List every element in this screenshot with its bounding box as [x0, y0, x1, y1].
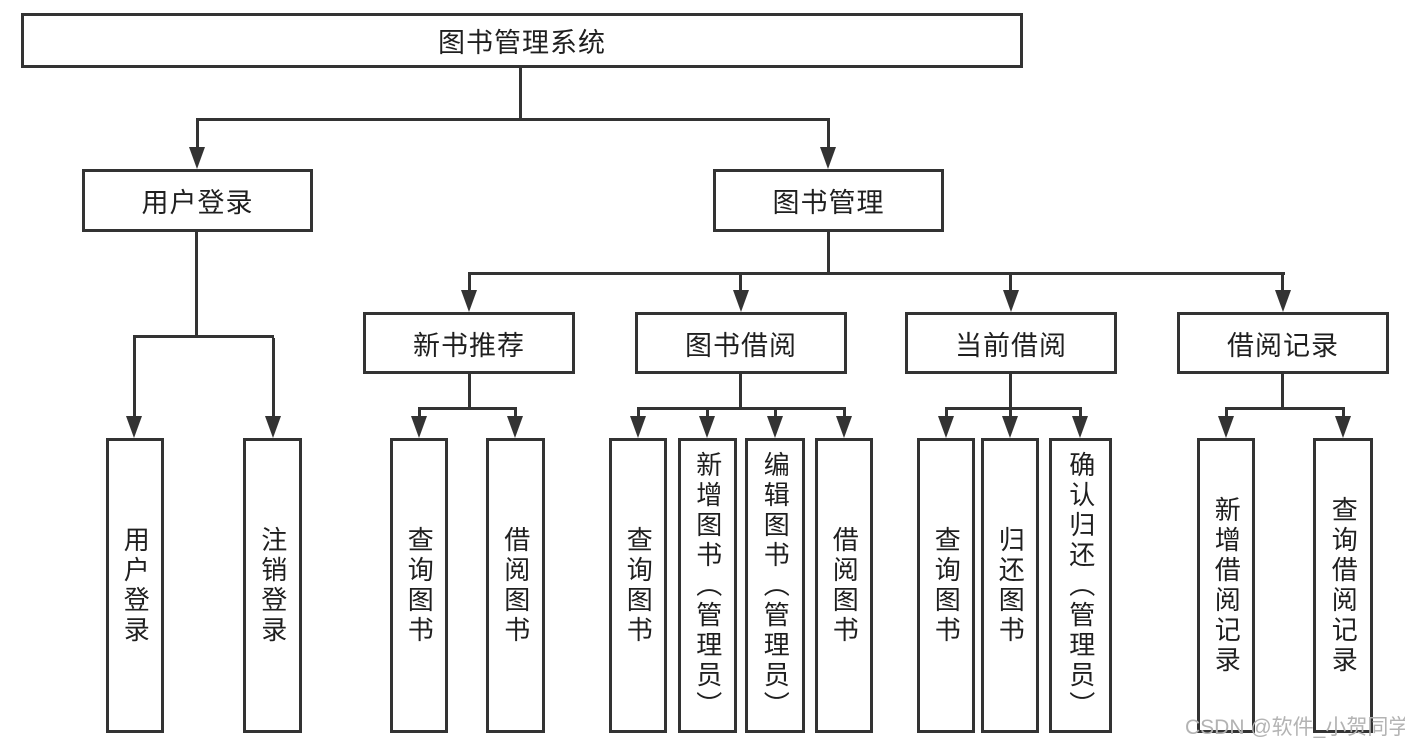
- connector-vline: [1009, 374, 1012, 410]
- node-current-borrow-label: 当前借阅: [955, 330, 1067, 361]
- connector-hline: [1225, 407, 1345, 410]
- leaf-query-book-current-label: 查询图书: [931, 525, 962, 646]
- node-book-management: 图书管理: [713, 169, 944, 232]
- connector-vline: [1009, 275, 1012, 293]
- connector-vline: [468, 275, 471, 293]
- leaf-add-borrow-record: 新增借阅记录: [1197, 438, 1255, 733]
- leaf-borrow-book-label: 借阅图书: [829, 525, 860, 646]
- node-book-borrow-label: 图书借阅: [685, 330, 797, 361]
- arrow-down-icon: [733, 290, 749, 312]
- arrow-down-icon: [1275, 290, 1291, 312]
- node-user-login-label: 用户登录: [141, 188, 254, 218]
- connector-vline: [706, 410, 709, 419]
- arrow-down-icon: [1218, 416, 1234, 438]
- connector-vline: [196, 121, 199, 150]
- arrow-down-icon: [507, 416, 523, 438]
- node-root-label: 图书管理系统: [438, 28, 606, 58]
- leaf-query-book-newrec-label: 查询图书: [404, 525, 435, 646]
- node-new-book-recommend: 新书推荐: [363, 312, 575, 374]
- node-book-management-label: 图书管理: [772, 188, 885, 218]
- leaf-confirm-return-admin-label: 确认归还（管理员）: [1065, 450, 1096, 721]
- leaf-add-book-admin: 新增图书（管理员）: [678, 438, 737, 733]
- connector-hline: [468, 272, 1285, 275]
- leaf-add-book-admin-label: 新增图书（管理员）: [692, 450, 723, 721]
- arrow-down-icon: [265, 416, 281, 438]
- node-book-borrow: 图书借阅: [635, 312, 847, 374]
- leaf-logout-login: 注销登录: [243, 438, 302, 733]
- node-user-login: 用户登录: [82, 169, 313, 232]
- leaf-query-book-borrow: 查询图书: [609, 438, 667, 733]
- watermark: CSDN @软件_小贺同学: [1185, 716, 1405, 739]
- leaf-borrow-book-newrec: 借阅图书: [486, 438, 545, 733]
- node-borrow-records-label: 借阅记录: [1227, 330, 1339, 361]
- leaf-user-login: 用户登录: [106, 438, 164, 733]
- arrow-down-icon: [630, 416, 646, 438]
- connector-hline: [196, 118, 830, 121]
- connector-vline: [468, 374, 471, 410]
- arrow-down-icon: [1335, 416, 1351, 438]
- arrow-down-icon: [1072, 416, 1088, 438]
- connector-vline: [133, 338, 136, 418]
- leaf-return-book: 归还图书: [981, 438, 1039, 733]
- leaf-query-book-newrec: 查询图书: [390, 438, 448, 733]
- leaf-query-borrow-record-label: 查询借阅记录: [1328, 495, 1359, 676]
- connector-vline: [514, 410, 517, 419]
- leaf-edit-book-admin-label: 编辑图书（管理员）: [760, 450, 791, 721]
- leaf-add-borrow-record-label: 新增借阅记录: [1211, 495, 1242, 676]
- arrow-down-icon: [938, 416, 954, 438]
- leaf-query-book-borrow-label: 查询图书: [623, 525, 654, 646]
- arrow-down-icon: [699, 416, 715, 438]
- connector-vline: [272, 338, 275, 418]
- connector-vline: [827, 121, 830, 150]
- connector-vline: [739, 374, 742, 410]
- leaf-confirm-return-admin: 确认归还（管理员）: [1049, 438, 1112, 733]
- connector-hline: [637, 407, 846, 410]
- arrow-down-icon: [189, 147, 205, 169]
- node-new-book-recommend-label: 新书推荐: [413, 330, 525, 361]
- connector-vline: [1281, 275, 1284, 293]
- connector-vline: [1225, 410, 1228, 419]
- leaf-borrow-book-newrec-label: 借阅图书: [500, 525, 531, 646]
- leaf-query-book-current: 查询图书: [917, 438, 975, 733]
- leaf-return-book-label: 归还图书: [995, 525, 1026, 646]
- connector-vline: [519, 68, 522, 121]
- connector-vline: [418, 410, 421, 419]
- connector-hline: [133, 335, 274, 338]
- leaf-logout-login-label: 注销登录: [257, 525, 288, 646]
- arrow-down-icon: [1003, 290, 1019, 312]
- connector-vline: [843, 410, 846, 419]
- arrow-down-icon: [461, 290, 477, 312]
- leaf-user-login-label: 用户登录: [120, 525, 151, 646]
- connector-hline: [418, 407, 517, 410]
- arrow-down-icon: [820, 147, 836, 169]
- connector-vline: [1079, 410, 1082, 419]
- arrow-down-icon: [767, 416, 783, 438]
- arrow-down-icon: [1002, 416, 1018, 438]
- arrow-down-icon: [126, 416, 142, 438]
- connector-vline: [637, 410, 640, 419]
- connector-vline: [1009, 410, 1012, 419]
- connector-vline: [739, 275, 742, 293]
- connector-vline: [1281, 374, 1284, 410]
- node-current-borrow: 当前借阅: [905, 312, 1117, 374]
- arrow-down-icon: [836, 416, 852, 438]
- leaf-edit-book-admin: 编辑图书（管理员）: [745, 438, 805, 733]
- arrow-down-icon: [411, 416, 427, 438]
- node-borrow-records: 借阅记录: [1177, 312, 1389, 374]
- connector-vline: [945, 410, 948, 419]
- leaf-query-borrow-record: 查询借阅记录: [1313, 438, 1373, 733]
- connector-vline: [1342, 410, 1345, 419]
- connector-vline: [195, 232, 198, 338]
- node-root: 图书管理系统: [21, 13, 1023, 68]
- connector-vline: [774, 410, 777, 419]
- leaf-borrow-book: 借阅图书: [815, 438, 873, 733]
- connector-hline: [945, 407, 1082, 410]
- connector-vline: [827, 232, 830, 275]
